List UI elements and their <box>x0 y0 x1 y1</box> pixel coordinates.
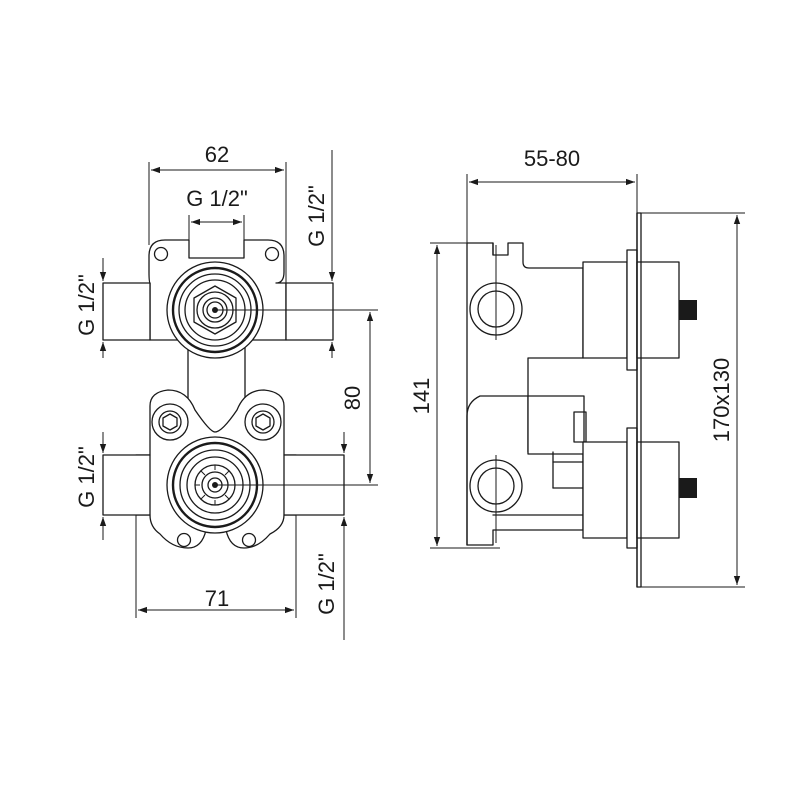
dimension-body-height: 141 <box>409 242 500 549</box>
side-lower-cartridge <box>582 427 697 549</box>
dimension-port-top: G 1/2" <box>186 186 248 258</box>
center-distance-label: 80 <box>340 386 365 410</box>
dimension-port-top-right: G 1/2" <box>304 150 336 358</box>
dimension-depth: 55-80 <box>466 146 638 243</box>
dimension-width-top: 62 <box>148 142 287 285</box>
dimension-port-left-lower: G 1/2" <box>74 432 107 540</box>
side-cover-plate <box>636 212 642 588</box>
port-left-upper-label: G 1/2" <box>74 274 99 336</box>
plate-size-label: 170x130 <box>709 358 734 442</box>
dimension-plate-size: 170x130 <box>641 212 745 588</box>
port-top-label: G 1/2" <box>186 186 248 211</box>
front-view: 62 G 1/2" G 1/2" G 1/2" G 1/2" <box>74 142 378 640</box>
side-view: 55-80 141 170x130 <box>409 146 745 588</box>
upper-valve-body <box>102 239 334 359</box>
side-body <box>466 242 587 546</box>
port-top-right-label: G 1/2" <box>304 185 329 247</box>
dimension-port-left-upper: G 1/2" <box>74 258 107 358</box>
width-top-label: 62 <box>205 142 229 167</box>
port-bottom-right-label: G 1/2" <box>314 553 339 615</box>
lower-valve-body <box>102 389 345 549</box>
side-upper-cartridge <box>582 249 697 371</box>
port-left-lower-label: G 1/2" <box>74 446 99 508</box>
depth-label: 55-80 <box>524 146 580 171</box>
width-bottom-label: 71 <box>205 586 229 611</box>
dimension-port-bottom-right: G 1/2" <box>314 432 348 640</box>
body-height-label: 141 <box>409 378 434 415</box>
dimension-center-distance: 80 <box>215 309 378 486</box>
dimension-width-bottom: 71 <box>135 515 297 618</box>
